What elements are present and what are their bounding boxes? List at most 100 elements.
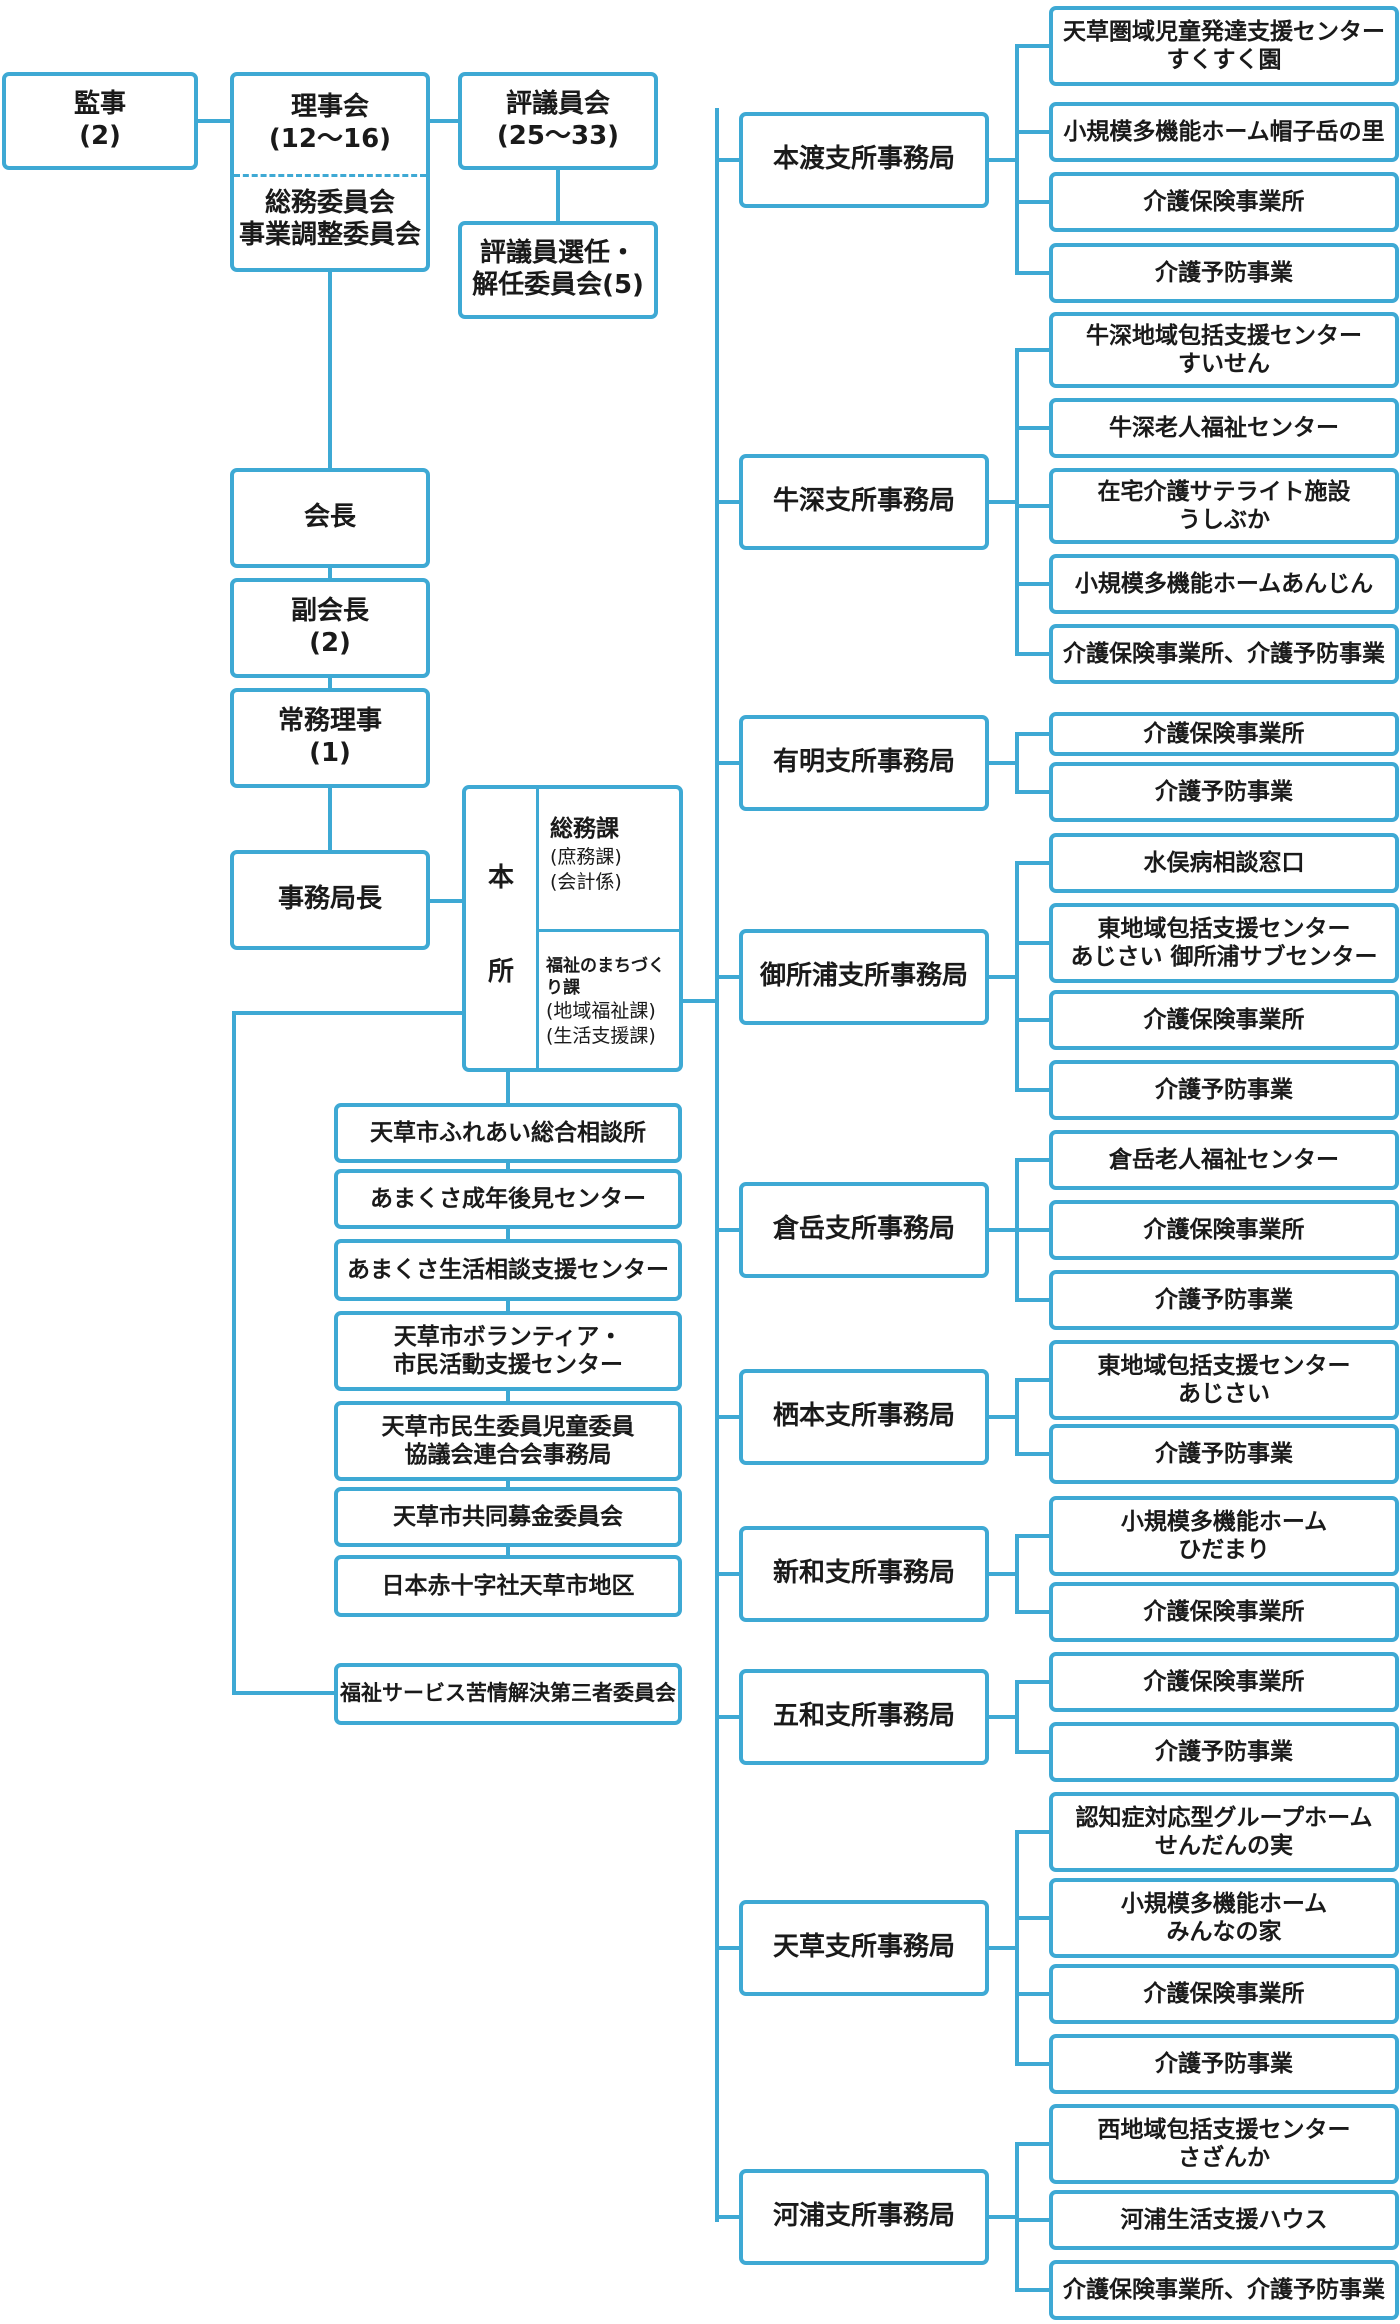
connector [1015,1452,1051,1456]
branch-office-box: 本渡支所事務局 [739,111,989,208]
dashed-divider [234,174,426,177]
connector [232,1011,236,1695]
service-unit-box-line: 介護予防事業 [1155,2050,1293,2077]
connector [987,2215,1017,2219]
connector [987,1715,1017,1719]
connector [1015,1534,1019,1614]
service-unit-box-line: 水俣病相談窓口 [1143,849,1305,876]
service-unit-box-line: うしぶか [1178,507,1270,533]
connector [987,157,1017,162]
service-unit-box: 介護予防事業 [1049,1270,1399,1330]
connector [506,1229,510,1243]
connector [506,1545,510,1559]
connector [1015,1228,1051,1232]
service-unit-box-line: 東地域包括支援センター [1097,915,1351,942]
connector [232,1691,336,1695]
center-box-line: 天草市ボランティア・ [393,1323,623,1350]
board-of-directors-box: 理事会 (12〜16) 総務委員会 事業調整委員会 [230,72,430,272]
service-unit-box-line: 介護予防事業 [1155,1738,1293,1765]
connector [1015,1610,1051,1614]
service-unit-box: 介護予防事業 [1049,762,1399,822]
service-unit-box-line: 認知症対応型グループホーム [1075,1804,1373,1831]
councilors-label: 評議員会 [505,89,610,120]
service-unit-box-line: 小規模多機能ホーム [1120,1890,1328,1917]
service-unit-box: 認知症対応型グループホームせんだんの実 [1049,1792,1399,1872]
service-unit-box: 介護保険事業所 [1049,1582,1399,1642]
service-unit-box-line: 介護保険事業所、介護予防事業 [1063,2276,1385,2303]
connector [987,1228,1017,1232]
service-unit-box: 介護予防事業 [1049,1722,1399,1782]
connector [506,1159,510,1173]
connector [717,157,741,162]
auditor-label: 監事 [73,89,126,120]
connector [1015,732,1051,736]
connector [1015,1378,1051,1382]
connector [717,1415,741,1419]
service-unit-box: 倉岳老人福祉センター [1049,1130,1399,1190]
branch-office-box: 新和支所事務局 [739,1526,989,1622]
connector [506,1301,510,1315]
third-party-committee-box: 福祉サービス苦情解決第三者委員会 [334,1663,682,1725]
service-unit-box: 介護予防事業 [1049,1060,1399,1120]
connector [1015,2142,1019,2292]
branch-office-box-line: 河浦支所事務局 [772,2201,955,2232]
connector [328,676,332,692]
center-box: 天草市ふれあい総合相談所 [334,1103,682,1163]
connector [1015,2062,1051,2066]
branch-office-box-line: 倉岳支所事務局 [772,1214,955,1245]
service-unit-box-line: すいせん [1178,351,1270,377]
connector [987,761,1017,765]
branch-office-box-line: 牛深支所事務局 [772,486,955,517]
connector [987,974,1017,979]
connector [1015,271,1051,275]
connector [717,2215,741,2219]
service-unit-box-line: ひだまり [1178,1537,1270,1563]
general-affairs-section: 総務課 [550,816,619,842]
connector [1015,1830,1051,1834]
service-unit-box-line: 小規模多機能ホーム [1120,1508,1328,1535]
center-box-line: 天草市ふれあい総合相談所 [370,1119,646,1146]
board-count: (12〜16) [268,124,392,154]
service-unit-box-line: 介護予防事業 [1155,1076,1293,1103]
service-unit-box: 西地域包括支援センターさざんか [1049,2104,1399,2184]
branch-office-box: 牛深支所事務局 [739,454,989,550]
service-unit-box: 東地域包括支援センターあじさい 御所浦サブセンター [1049,903,1399,983]
connector [328,268,332,472]
connector [506,1391,510,1405]
connector [1015,44,1019,275]
service-unit-box: 介護保険事業所 [1049,172,1399,232]
center-box: 天草市共同募金委員会 [334,1487,682,1547]
service-unit-box-line: さざんか [1178,2145,1270,2171]
service-unit-box-line: 小規模多機能ホーム帽子岳の里 [1063,118,1385,145]
service-unit-box: 小規模多機能ホーム帽子岳の里 [1049,102,1399,162]
connector [987,1946,1017,1950]
branch-office-box: 有明支所事務局 [739,715,989,811]
connector [232,1011,466,1015]
connector [717,1572,741,1576]
service-unit-box: 介護保険事業所、介護予防事業 [1049,624,1399,684]
branch-office-box: 栖本支所事務局 [739,1369,989,1465]
branch-office-box: 五和支所事務局 [739,1669,989,1765]
connector [1015,2218,1051,2222]
councilors-count: (25〜33) [496,121,620,151]
center-box: あまくさ成年後見センター [334,1169,682,1229]
service-unit-box: 小規模多機能ホームみんなの家 [1049,1878,1399,1958]
connector [987,500,1017,504]
branch-office-box-line: 有明支所事務局 [772,747,955,778]
center-box-line: 協議会連合会事務局 [404,1442,612,1468]
service-unit-box-line: みんなの家 [1166,1919,1282,1945]
center-box-line: 天草市共同募金委員会 [393,1503,623,1530]
connector [426,119,462,123]
service-unit-box: 介護予防事業 [1049,243,1399,303]
connector [1015,44,1051,48]
connector [1015,1680,1051,1684]
branch-office-box-line: 栖本支所事務局 [772,1401,955,1432]
service-unit-box-line: 在宅介護サテライト施設 [1097,478,1351,505]
service-unit-box: 小規模多機能ホームあんじん [1049,554,1399,614]
service-unit-box: 天草圏域児童発達支援センターすくすく園 [1049,6,1399,86]
councilors-box: 評議員会 (25〜33) [458,72,658,170]
branch-office-box-line: 天草支所事務局 [772,1932,955,1963]
connector [1015,1916,1051,1920]
service-unit-box-line: 河浦生活支援ハウス [1120,2206,1328,2233]
service-unit-box-line: あじさい 御所浦サブセンター [1070,944,1378,970]
